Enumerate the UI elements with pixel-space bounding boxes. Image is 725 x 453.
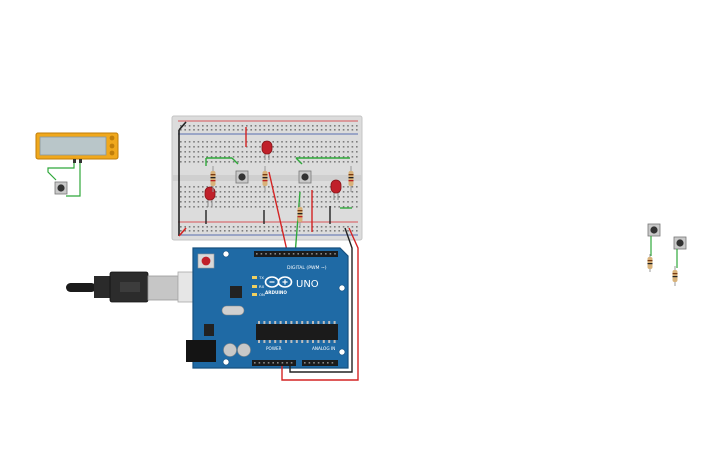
resistor-3[interactable]: [297, 202, 303, 228]
regulator-chip: [204, 324, 214, 336]
digital-header-pins: [256, 253, 336, 255]
power-jack[interactable]: [186, 340, 216, 362]
lcd-pin-1: [109, 135, 115, 141]
atmega-chip-pins: [258, 321, 336, 343]
reset-button[interactable]: [197, 253, 215, 269]
pushbutton-2[interactable]: [298, 170, 312, 184]
resistor-1[interactable]: [210, 166, 216, 192]
lcd-screen: [39, 136, 107, 156]
rx-label: RX: [259, 284, 265, 289]
bottom-header-pins: [254, 362, 334, 364]
lcd-pin-3: [109, 150, 115, 156]
arduino-wires: [281, 227, 359, 381]
digital-header[interactable]: [254, 251, 338, 257]
resistor-right-1[interactable]: [647, 254, 653, 272]
tx-led: [252, 276, 257, 279]
pushbutton-left[interactable]: [54, 181, 68, 195]
capacitor-2: [237, 343, 251, 357]
breadboard-wires: [178, 121, 352, 256]
usb-chip: [230, 286, 242, 298]
resistor-4[interactable]: [348, 166, 354, 192]
analog-header[interactable]: [302, 360, 338, 366]
atmega-chip: [256, 324, 338, 340]
usb-cable[interactable]: [66, 271, 215, 303]
capacitor-1: [223, 343, 237, 357]
pushbutton-right-2[interactable]: [673, 236, 687, 250]
lcd-display[interactable]: [35, 132, 119, 163]
header-digital-label: DIGITAL (PWM ~): [287, 265, 327, 271]
right-wires: [650, 236, 678, 268]
pushbutton-right-1[interactable]: [647, 223, 661, 237]
on-led: [252, 293, 257, 296]
arduino-uno-board[interactable]: DIGITAL (PWM ~) TX RX ON UNO ARDUINO: [186, 247, 349, 369]
resistor-right-2[interactable]: [672, 266, 678, 286]
header-power-label: POWER: [266, 346, 282, 351]
on-label: ON: [259, 292, 265, 297]
header-analog-label: ANALOG IN: [312, 346, 335, 351]
crystal: [221, 305, 245, 316]
brand-label: ARDUINO: [265, 290, 287, 295]
resistor-2[interactable]: [262, 166, 268, 192]
model-label: UNO: [296, 279, 319, 290]
lcd-wires: [47, 163, 81, 197]
led-red-1[interactable]: [261, 140, 273, 160]
tx-label: TX: [258, 275, 264, 280]
arduino-logo: [264, 276, 293, 288]
pushbutton-1[interactable]: [235, 170, 249, 184]
lcd-pin-2: [109, 143, 115, 149]
led-red-3[interactable]: [330, 179, 342, 200]
rx-led: [252, 285, 257, 288]
